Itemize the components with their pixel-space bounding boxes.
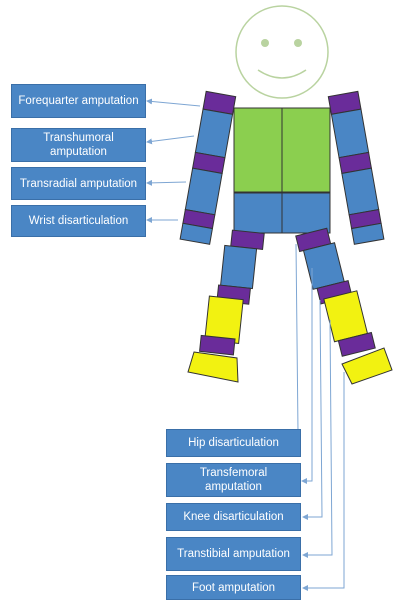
label-foot-amputation: Foot amputation	[166, 575, 301, 600]
head	[236, 6, 328, 98]
smile	[258, 70, 306, 78]
label-forequarter-amputation: Forequarter amputation	[11, 84, 146, 118]
right-eye	[294, 39, 302, 47]
pelvis-right	[282, 193, 330, 233]
label-transradial-amputation: Transradial amputation	[11, 167, 146, 200]
head-outline	[236, 6, 328, 98]
left-foot	[188, 352, 238, 382]
label-transfemoral-amputation: Transfemoral amputation	[166, 463, 301, 497]
left-forearm	[185, 168, 222, 215]
left-leg	[200, 228, 265, 357]
left-upper-arm	[195, 109, 232, 158]
connector-transtibial	[303, 320, 332, 555]
torso-left-half	[234, 108, 282, 192]
connector-transhumoral	[147, 136, 194, 142]
label-transtibial-text: Transtibial amputation	[177, 547, 290, 561]
left-thigh	[221, 245, 257, 288]
label-hip-text: Hip disarticulation	[188, 436, 279, 450]
right-thigh	[304, 243, 345, 290]
label-knee-disarticulation: Knee disarticulation	[166, 503, 301, 531]
torso-right-half	[282, 108, 330, 192]
label-forequarter-text: Forequarter amputation	[18, 94, 138, 108]
label-foot-text: Foot amputation	[192, 581, 275, 595]
right-arm	[328, 91, 384, 244]
label-transtibial-amputation: Transtibial amputation	[166, 537, 301, 571]
connector-hip	[296, 244, 298, 442]
right-upper-arm	[331, 109, 368, 158]
left-eye	[261, 39, 269, 47]
right-leg	[296, 224, 375, 360]
label-transhumoral-text: Transhumoral amputation	[16, 131, 141, 159]
label-knee-text: Knee disarticulation	[183, 510, 283, 524]
connector-foot	[303, 372, 344, 588]
label-transhumoral-amputation: Transhumoral amputation	[11, 128, 146, 162]
label-wrist-disarticulation: Wrist disarticulation	[11, 205, 146, 237]
label-hip-disarticulation: Hip disarticulation	[166, 429, 301, 457]
pelvis	[234, 193, 330, 233]
pelvis-left	[234, 193, 282, 233]
left-ankle-joint	[200, 335, 235, 354]
right-forearm	[342, 168, 379, 215]
label-wrist-text: Wrist disarticulation	[29, 214, 129, 228]
left-arm	[180, 91, 236, 244]
label-transfemoral-text: Transfemoral amputation	[171, 466, 296, 494]
connector-transradial	[147, 182, 186, 183]
connector-forequarter	[147, 101, 200, 106]
torso	[234, 108, 330, 192]
label-transradial-text: Transradial amputation	[20, 177, 137, 191]
connector-transfemoral	[302, 268, 312, 481]
